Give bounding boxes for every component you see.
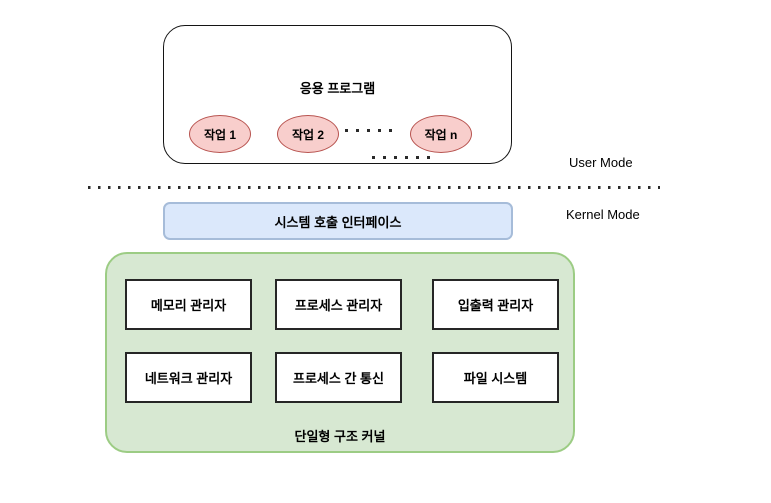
- user-mode-label: User Mode: [569, 155, 633, 170]
- module-io-manager: 입출력 관리자: [432, 279, 559, 330]
- ellipsis-dots-icon: [345, 129, 392, 132]
- ellipsis-dots-icon: [372, 156, 430, 159]
- module-process-manager: 프로세스 관리자: [275, 279, 402, 330]
- module-memory-manager: 메모리 관리자: [125, 279, 252, 330]
- kernel-title: 단일형 구조 커널: [294, 429, 386, 444]
- module-label: 프로세스 간 통신: [293, 371, 384, 386]
- task-n-ellipse: 작업 n: [410, 115, 472, 153]
- system-call-interface-box: 시스템 호출 인터페이스: [163, 202, 513, 240]
- system-call-interface-label: 시스템 호출 인터페이스: [274, 214, 402, 230]
- application-programs-title: 응용 프로그램: [299, 81, 376, 96]
- mode-separator-dotted-line: [88, 186, 660, 189]
- module-label: 네트워크 관리자: [144, 371, 233, 386]
- task-2-ellipse: 작업 2: [277, 115, 339, 153]
- module-label: 입출력 관리자: [457, 298, 534, 313]
- module-label: 파일 시스템: [463, 371, 528, 386]
- application-programs-box: 응용 프로그램 작업 1 작업 2 작업 n: [163, 25, 512, 164]
- kernel-mode-label: Kernel Mode: [566, 207, 640, 222]
- kernel-container: 메모리 관리자 프로세스 관리자 입출력 관리자 네트워크 관리자 프로세스 간…: [105, 252, 575, 453]
- module-ipc: 프로세스 간 통신: [275, 352, 402, 403]
- module-file-system: 파일 시스템: [432, 352, 559, 403]
- task-1-label: 작업 1: [203, 127, 237, 142]
- task-2-label: 작업 2: [291, 127, 325, 142]
- task-n-label: 작업 n: [424, 127, 458, 142]
- module-label: 메모리 관리자: [150, 298, 227, 313]
- task-1-ellipse: 작업 1: [189, 115, 251, 153]
- module-network-manager: 네트워크 관리자: [125, 352, 252, 403]
- module-label: 프로세스 관리자: [294, 298, 383, 313]
